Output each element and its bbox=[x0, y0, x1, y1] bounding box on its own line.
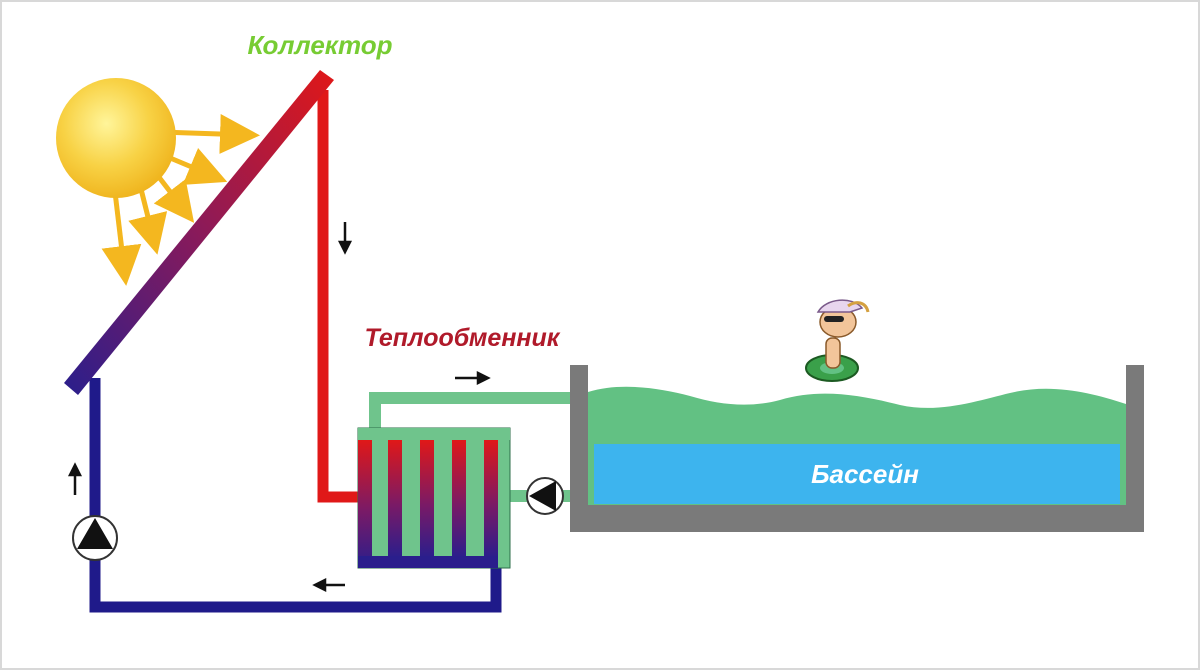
collector-label: Коллектор bbox=[247, 30, 392, 60]
sun-ray bbox=[101, 191, 142, 286]
pump-icon bbox=[72, 515, 118, 561]
pool-supply-pipe bbox=[369, 392, 590, 440]
exchanger-coils bbox=[358, 440, 498, 568]
exchanger-top-manifold bbox=[358, 428, 510, 440]
sun-ray bbox=[153, 170, 195, 223]
cold-return-pipe bbox=[89, 378, 502, 613]
heat-exchanger-label: Теплообменник bbox=[365, 324, 561, 352]
hot-supply-pipe bbox=[317, 90, 358, 503]
swimmer-icon bbox=[805, 299, 870, 382]
pump-icon bbox=[526, 477, 564, 515]
flow-arrow-icon bbox=[67, 462, 83, 495]
sun-icon bbox=[56, 78, 260, 286]
sun-ray bbox=[128, 184, 168, 255]
heat-exchanger bbox=[357, 427, 511, 569]
flow-arrow-icon bbox=[455, 370, 491, 386]
pool: Бассейн bbox=[570, 365, 1144, 532]
pool-label: Бассейн bbox=[811, 459, 919, 489]
pool-blue-band bbox=[594, 444, 1120, 504]
sun-disc bbox=[56, 78, 176, 198]
pool-wall bbox=[570, 365, 1144, 532]
flow-arrow-icon bbox=[337, 222, 353, 255]
flow-arrow-icon bbox=[312, 577, 345, 593]
exchanger-bottom-manifold bbox=[358, 556, 498, 568]
flow-arrows bbox=[67, 222, 491, 593]
solar-collector bbox=[64, 70, 334, 395]
